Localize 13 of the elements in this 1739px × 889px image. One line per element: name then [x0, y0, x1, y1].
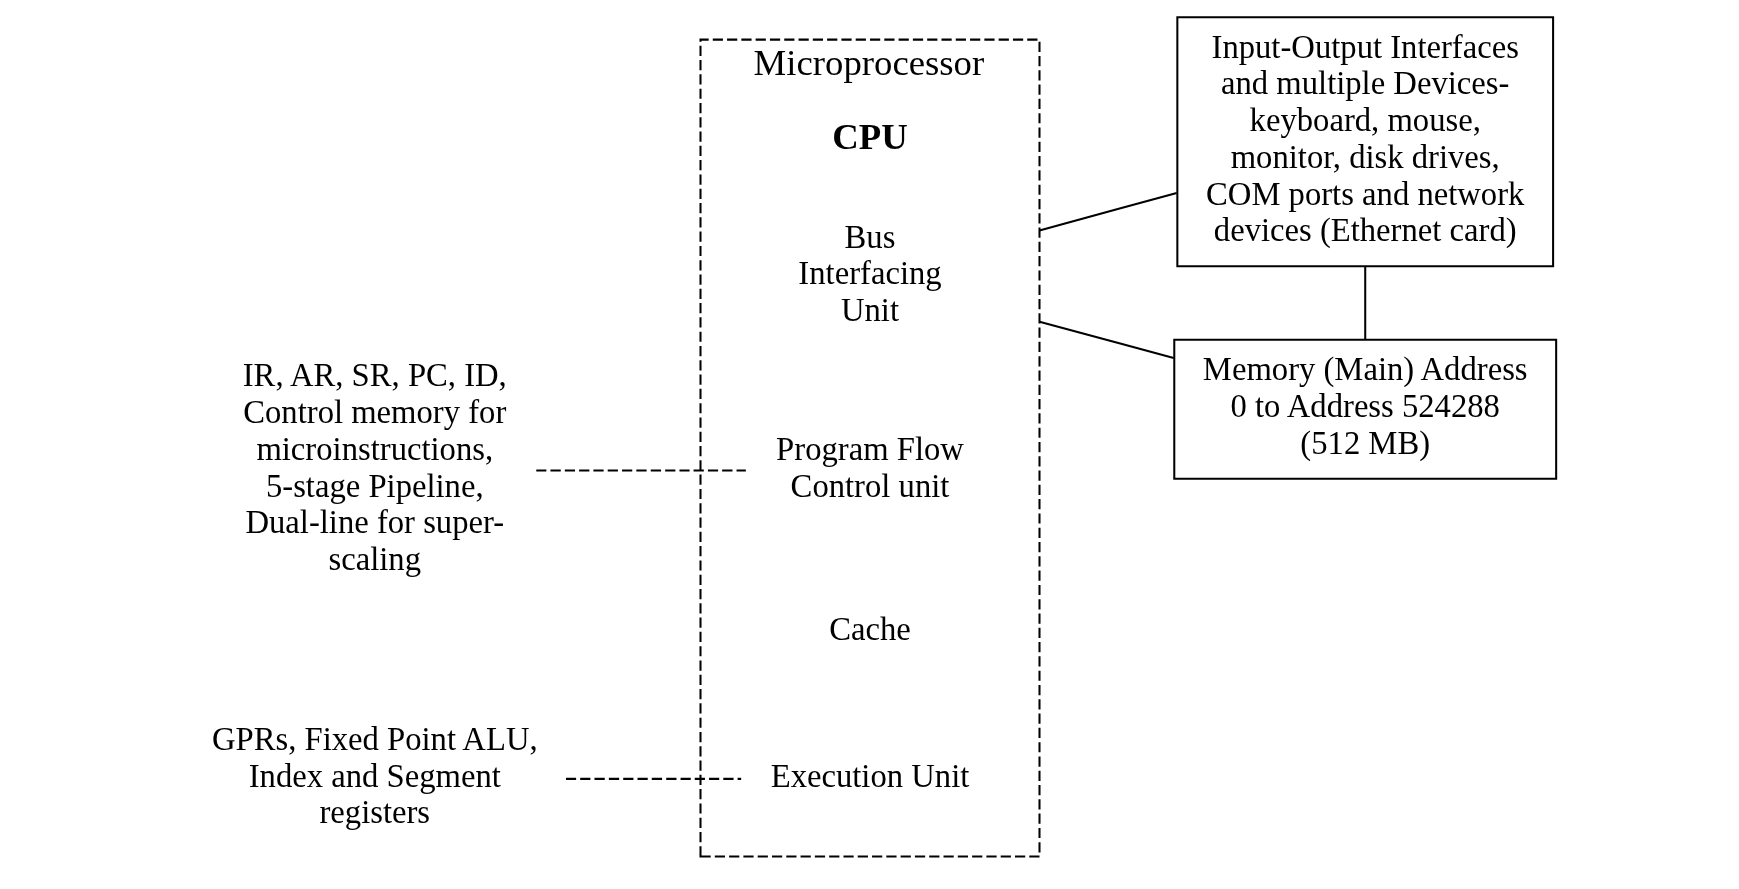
node-text: Execution Unit [770, 757, 969, 794]
node-box: Memory (Main) Address 0 to Address 524288 (512 MB) [1172, 338, 1557, 480]
node-text: Bus Interfacing Unit [797, 218, 942, 328]
node-text: IR, AR, SR, PC, ID, Control memory for microinstructions, 5-stage Pipeline, Dual-line for super-scaling [242, 356, 507, 577]
connector [1363, 266, 1366, 340]
connector [565, 777, 741, 780]
node-text: Program Flow Control unit [775, 430, 964, 504]
node-text: Cache [828, 610, 911, 647]
connector [1038, 320, 1174, 359]
connector [535, 469, 746, 472]
connector [1038, 191, 1177, 232]
node-text: GPRs, Fixed Point ALU, Index and Segment registers [211, 720, 538, 830]
node-box: Input-Output Interfaces and multiple Devices- keyboard, mouse, monitor, disk drives, COM ports and network devices (Ethernet card) [1175, 15, 1554, 267]
